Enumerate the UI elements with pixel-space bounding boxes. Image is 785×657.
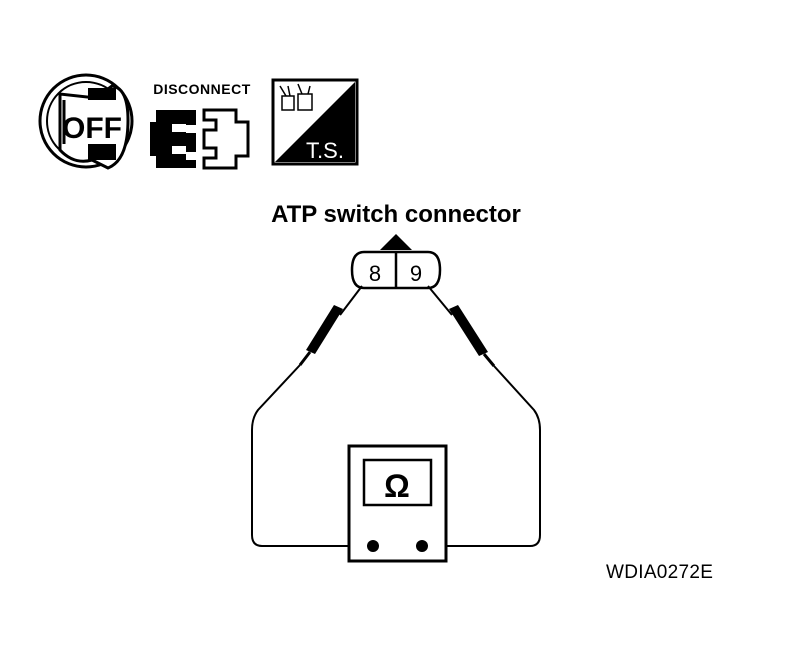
tester-ts-icon: T.S.: [271, 78, 359, 166]
connector-title: ATP switch connector: [271, 201, 521, 228]
left-probe: [251, 285, 372, 547]
meter-terminal-left: [367, 540, 379, 552]
connector-lock-tab: [380, 234, 412, 250]
figure-code: WDIA0272E: [606, 562, 714, 583]
tester-ts-text: T.S.: [306, 138, 344, 163]
ignition-key-off-icon: OFF: [38, 73, 134, 170]
ignition-off-text: OFF: [62, 112, 122, 145]
ohmmeter: Ω: [347, 444, 448, 563]
disconnect-label: DISCONNECT: [153, 81, 251, 97]
meter-terminal-right: [416, 540, 428, 552]
connector-pin-9: 9: [410, 261, 422, 286]
ohmmeter-display: [362, 458, 433, 507]
right-probe: [422, 285, 541, 547]
connector-pin-8: 8: [369, 261, 381, 286]
ohm-symbol: Ω: [384, 468, 410, 504]
atp-switch-connector: 8 9: [350, 234, 442, 290]
connector-disconnect-icon: DISCONNECT: [150, 81, 251, 170]
